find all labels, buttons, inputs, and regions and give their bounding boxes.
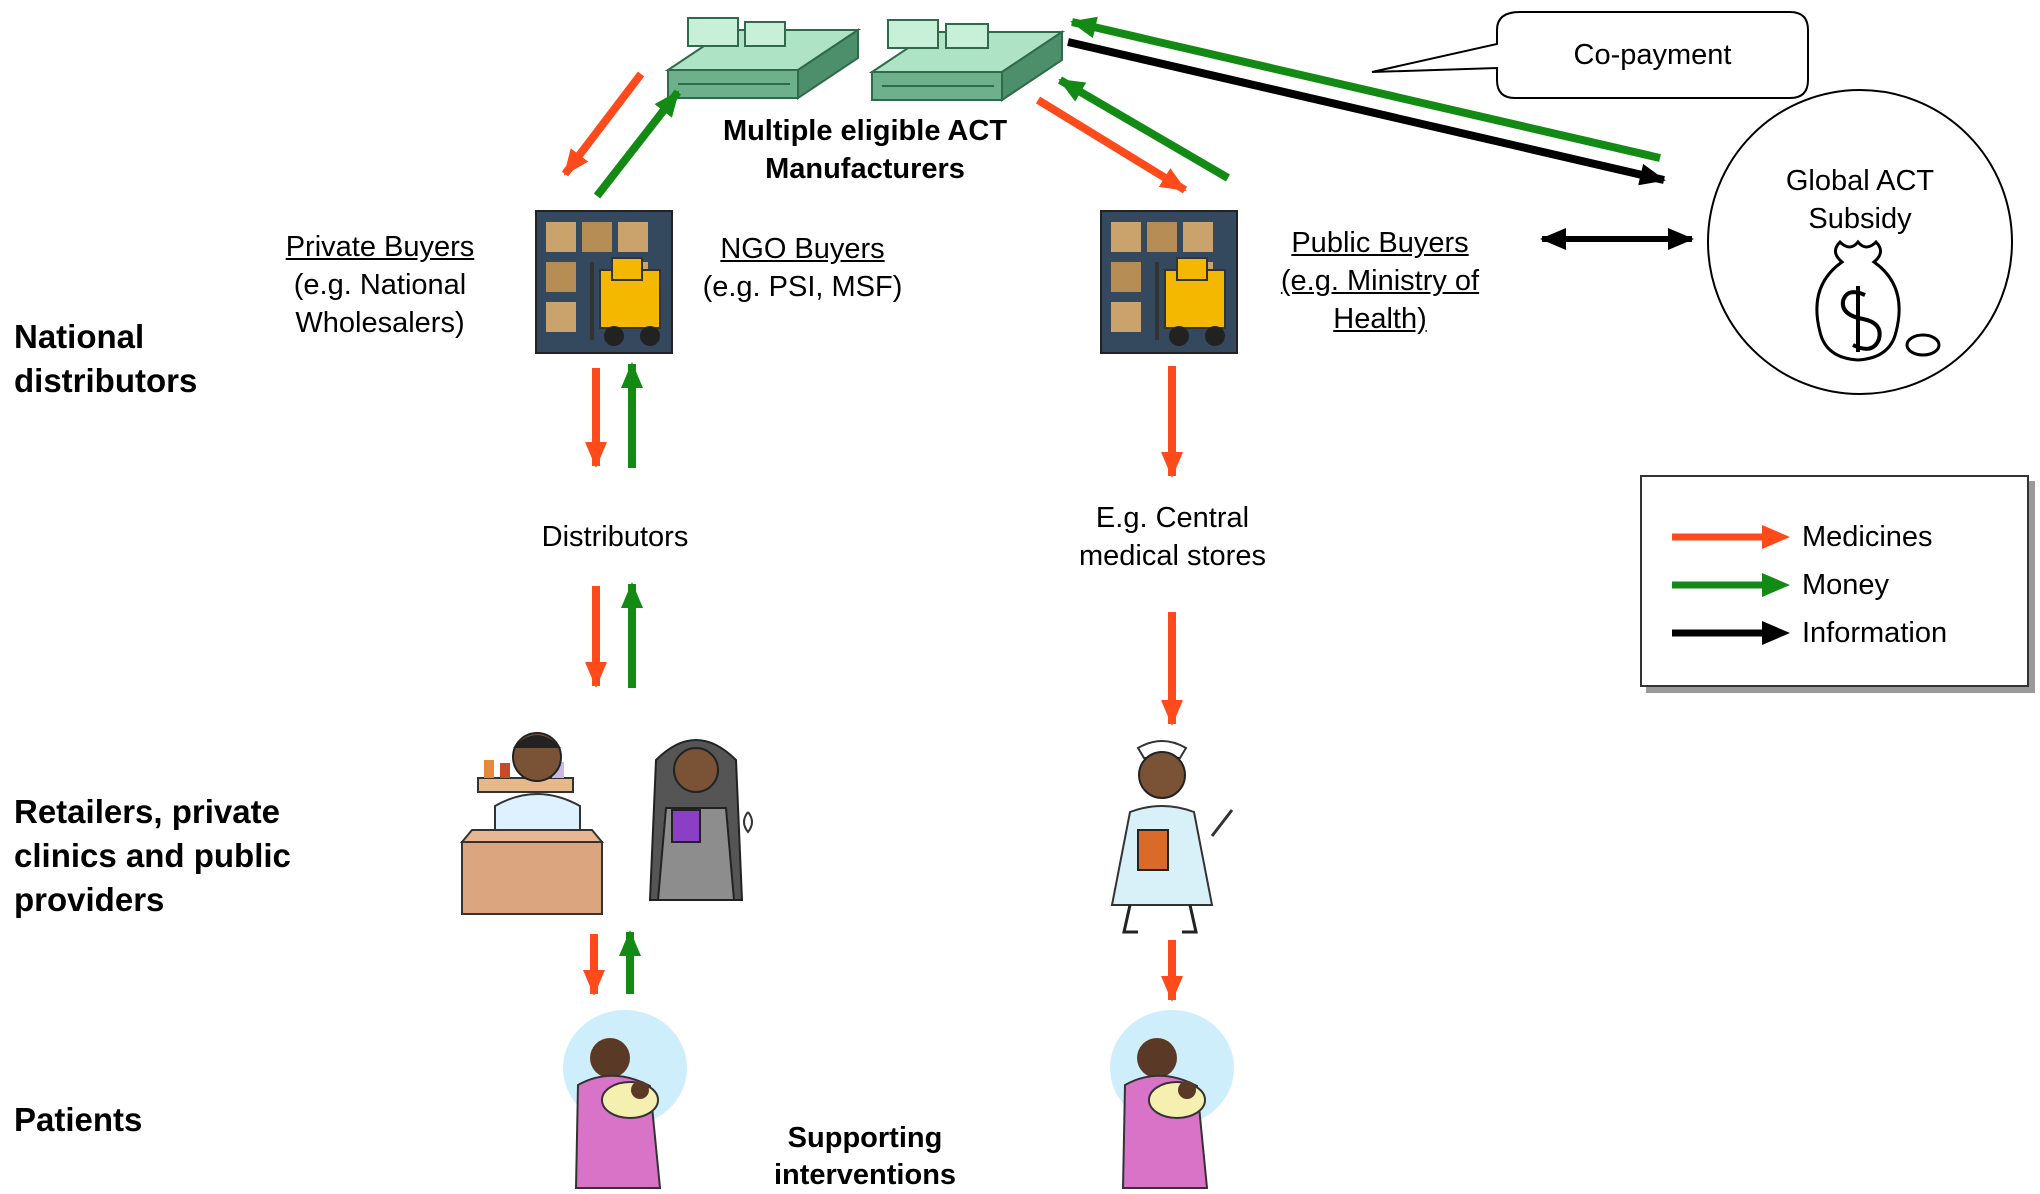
copayment-label: Co-payment	[1573, 39, 1732, 71]
public-buyers-line2: (e.g. Ministry of	[1280, 265, 1480, 297]
legend-label-money: Money	[1802, 569, 1890, 601]
private-buyers-label: Private Buyers (e.g. National Wholesaler…	[250, 228, 510, 342]
row-label-national-line1: National	[14, 318, 145, 355]
row-label-retailers-line1: Retailers, private	[14, 793, 280, 830]
information-arrow	[1067, 38, 1666, 186]
factory-icon	[868, 19, 1066, 102]
factory-icon	[664, 17, 862, 100]
manufacturers-line2: Manufacturers	[765, 153, 965, 185]
supporting-line2: interventions	[773, 1159, 957, 1191]
money-arrow	[1070, 16, 1661, 162]
money-bag-icon	[1815, 239, 1941, 362]
private-buyers-title: Private Buyers	[285, 231, 475, 263]
row-label-retailers-line2: clinics and public	[14, 837, 291, 874]
legend-item-money: Money	[1642, 563, 2027, 607]
ngo-buyers-label: NGO Buyers (e.g. PSI, MSF)	[680, 230, 925, 306]
private-buyers-line3: Wholesalers)	[295, 307, 465, 339]
legend-label-medicines: Medicines	[1802, 521, 1933, 553]
subsidy-label: Global ACT Subsidy	[1720, 162, 2000, 238]
money-arrow	[593, 89, 682, 199]
row-label-patients: Patients	[14, 1101, 143, 1138]
row-label-national: National distributors	[14, 315, 197, 403]
health-worker-icon	[648, 739, 753, 901]
row-label-national-line2: distributors	[14, 362, 198, 399]
public-buyers-title: Public Buyers	[1291, 227, 1469, 259]
public-buyers-line3: Health)	[1333, 303, 1427, 335]
supporting-interventions-label: Supporting interventions	[740, 1120, 990, 1194]
subsidy-line1: Global ACT	[1785, 165, 1935, 197]
row-label-retailers: Retailers, private clinics and public pr…	[14, 790, 291, 922]
mother-child-icon	[563, 1010, 687, 1189]
central-stores-label: E.g. Central medical stores	[1050, 499, 1295, 575]
medicines-arrow	[1035, 96, 1188, 194]
subsidy-line2: Subsidy	[1808, 203, 1912, 235]
distributors-label: Distributors	[541, 521, 689, 553]
warehouse-forklift-icon	[535, 210, 673, 354]
subsidy-circle	[1707, 89, 2013, 395]
private-buyers-line2: (e.g. National	[293, 269, 467, 301]
nurse-icon	[1110, 740, 1234, 934]
information-legend-arrow-icon	[1672, 621, 1790, 645]
legend-label-information: Information	[1802, 617, 1948, 649]
copayment-callout	[1371, 11, 1809, 99]
mother-child-icon	[1110, 1010, 1234, 1189]
manufacturers-line1: Multiple eligible ACT	[722, 115, 1008, 147]
legend: Medicines Money Information	[1640, 475, 2029, 687]
central-stores-line1: E.g. Central	[1095, 502, 1250, 534]
supporting-line1: Supporting	[787, 1122, 943, 1154]
public-buyers-label: Public Buyers (e.g. Ministry of Health)	[1250, 224, 1510, 338]
pharmacist-icon	[459, 732, 605, 915]
ngo-buyers-line2: (e.g. PSI, MSF)	[702, 271, 903, 303]
legend-item-information: Information	[1642, 611, 2027, 655]
medicines-legend-arrow-icon	[1672, 525, 1790, 549]
medicines-arrow	[561, 71, 645, 177]
ngo-buyers-title: NGO Buyers	[720, 233, 885, 265]
legend-item-medicines: Medicines	[1642, 515, 2027, 559]
row-label-retailers-line3: providers	[14, 881, 165, 918]
money-legend-arrow-icon	[1672, 573, 1790, 597]
money-arrow	[1057, 76, 1231, 182]
central-stores-line2: medical stores	[1079, 540, 1266, 572]
warehouse-forklift-icon	[1100, 210, 1238, 354]
